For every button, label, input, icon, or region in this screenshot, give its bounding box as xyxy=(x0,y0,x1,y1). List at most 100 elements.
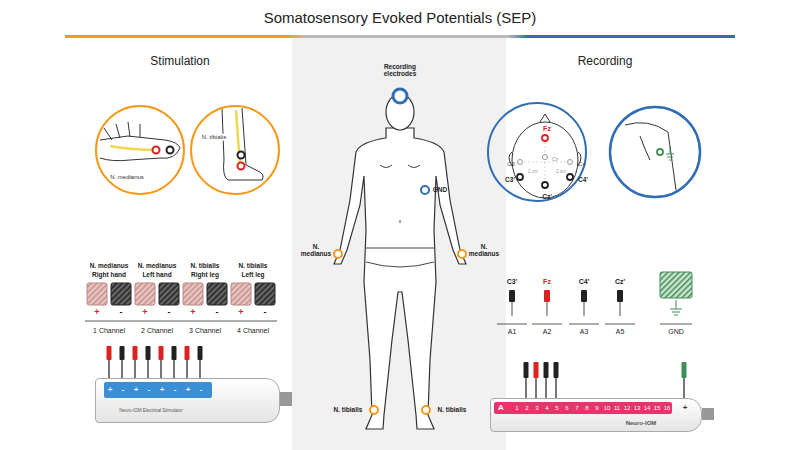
electrode-position: C4' xyxy=(578,176,588,183)
electrode-label: Recording electrodes xyxy=(377,63,423,77)
input-name: A1 xyxy=(508,328,517,336)
channel-number: 13 xyxy=(634,405,641,412)
stimulator-device: +-+-+-+-Neuro-IOM Electrical Stimulator xyxy=(95,378,280,423)
plug xyxy=(544,362,549,378)
limb-name: Right hand xyxy=(92,271,126,278)
nerve-name: N. medianus xyxy=(90,262,129,269)
section-heading: Recording xyxy=(578,55,633,68)
electrode-pad xyxy=(231,283,251,305)
cable xyxy=(555,378,557,398)
electrode-position: C4 xyxy=(578,161,586,168)
plug xyxy=(120,346,125,360)
polarity-mark: + xyxy=(94,308,99,318)
cable xyxy=(535,378,537,398)
polarity-mark: - xyxy=(174,386,177,395)
plug xyxy=(544,290,550,302)
title: Somatosensory Evoked Potentials (SEP) xyxy=(264,10,537,27)
input-line xyxy=(497,324,527,325)
channel-number: 3 xyxy=(535,405,538,412)
ground-label: GND xyxy=(433,186,447,193)
electrode-name: C4' xyxy=(579,278,590,286)
detail-circle: N. tibialis xyxy=(190,105,280,195)
detail-circle: FzCzC3C4C3'C4'Cz'2 cm2 cm xyxy=(487,102,587,202)
channel-number: 12 xyxy=(624,405,631,412)
electrode-pad xyxy=(111,283,131,305)
limb-name: Left hand xyxy=(142,271,171,278)
cable xyxy=(199,360,201,378)
terminal-strip xyxy=(104,382,212,398)
channel-number: 10 xyxy=(604,405,611,412)
channel-number: 5 xyxy=(555,405,558,412)
channel-number: 1 xyxy=(515,405,518,412)
electrode-pad xyxy=(87,283,107,305)
electrode-pad xyxy=(159,283,179,305)
electrode-position: Cz' xyxy=(542,193,552,200)
brand-label: Neuro-IOM Electrical Stimulator xyxy=(119,409,182,414)
input-line xyxy=(569,324,599,325)
polarity-mark: - xyxy=(122,386,125,395)
needle xyxy=(546,302,548,316)
nerve-label: N. tibialis xyxy=(201,134,227,141)
plug xyxy=(617,290,623,302)
nerve-label: N. medianus xyxy=(110,174,144,181)
channel-number: 6 xyxy=(565,405,568,412)
ground-label: GND xyxy=(668,328,684,336)
limb-name: Right leg xyxy=(191,271,219,278)
cable xyxy=(173,360,175,378)
needle xyxy=(619,302,621,316)
cable-exit xyxy=(702,408,714,420)
polarity-mark: + xyxy=(186,386,191,395)
cable xyxy=(545,378,547,398)
input-line xyxy=(532,324,562,325)
electrode-pad xyxy=(207,283,227,305)
plug xyxy=(172,346,177,360)
channel-line xyxy=(85,321,133,322)
stimulation-site: N. tibialis xyxy=(334,406,363,413)
channel-line xyxy=(229,321,277,322)
electrode-position: Cz xyxy=(552,156,559,162)
needle xyxy=(583,302,585,316)
channel-number: 2 xyxy=(525,405,528,412)
nerve-name: N. medianus xyxy=(138,262,177,269)
channel-number: 7 xyxy=(575,405,578,412)
polarity-mark: - xyxy=(200,386,203,395)
plug xyxy=(682,362,687,378)
electrode-position: C3' xyxy=(505,176,515,183)
polarity-mark: - xyxy=(120,308,123,318)
polarity-mark: - xyxy=(148,386,151,395)
electrode-position: Fz xyxy=(543,125,551,133)
cable xyxy=(186,360,188,378)
cable xyxy=(121,360,123,378)
channel-label: 4 Channel xyxy=(237,327,269,335)
input-line xyxy=(605,324,635,325)
channel-label: 2 Channel xyxy=(141,327,173,335)
channel-number: 4 xyxy=(545,405,548,412)
plug xyxy=(198,346,203,360)
channel-line xyxy=(133,321,181,322)
plug xyxy=(107,346,112,360)
electrode-pad xyxy=(255,283,275,305)
input-name: A3 xyxy=(580,328,589,336)
electrode-position: C3 xyxy=(507,161,515,168)
electrode-pad xyxy=(135,283,155,305)
detail-circle: N. medianus xyxy=(95,105,185,195)
stimulation-site: N. tibialis xyxy=(438,406,467,413)
plug xyxy=(146,346,151,360)
channel-number: 15 xyxy=(654,405,661,412)
cable xyxy=(683,378,685,398)
electrode-position: 2 cm xyxy=(556,170,566,175)
polarity-mark: + xyxy=(134,386,139,395)
electrode-name: Fz xyxy=(543,278,551,286)
section-heading: Stimulation xyxy=(150,55,209,68)
cable xyxy=(147,360,149,378)
bank-letter: A xyxy=(498,404,504,413)
ground-pin: + xyxy=(683,404,688,413)
plug xyxy=(581,290,587,302)
polarity-mark: + xyxy=(190,308,195,318)
stimulation-site: N. medianus xyxy=(299,243,333,257)
channel-number: 14 xyxy=(644,405,651,412)
plug xyxy=(534,362,539,378)
electrode-pad xyxy=(183,283,203,305)
amplifier-device: A12345678910111213141516+Neuro-IOM xyxy=(490,398,702,432)
cable xyxy=(134,360,136,378)
